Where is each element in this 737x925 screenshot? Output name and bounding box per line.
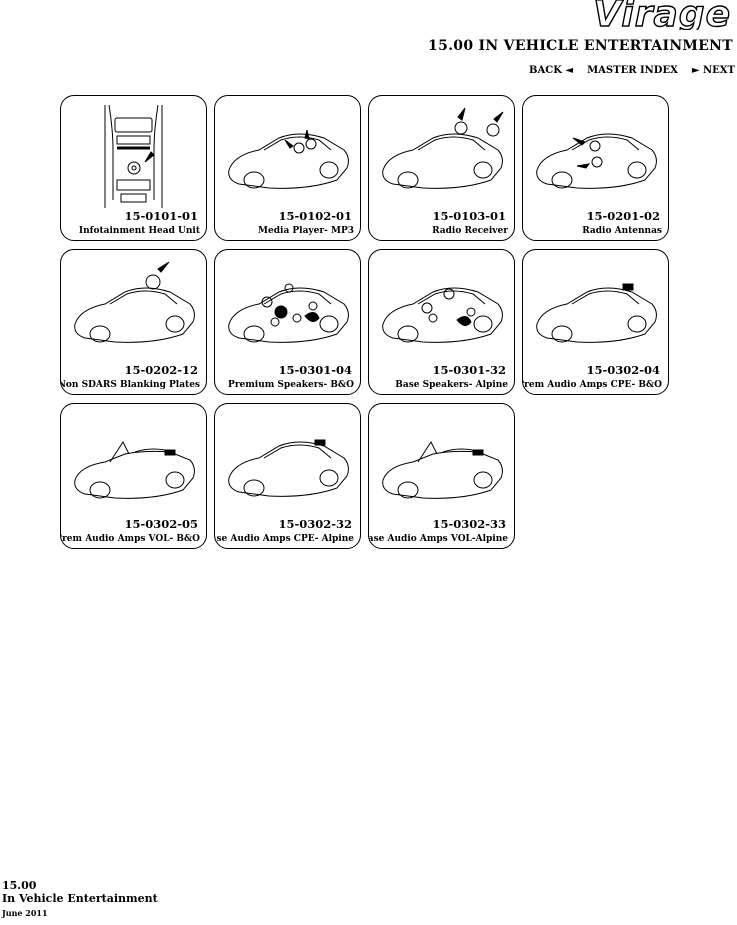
footer-section-name: In Vehicle Entertainment	[2, 892, 158, 905]
tile-15-0301-04[interactable]: 15-0301-04 Premium Speakers- B&O	[214, 249, 361, 395]
car-coupe-illustration	[74, 261, 195, 343]
brand-logo: Virage	[593, 0, 731, 30]
tile-code: 15-0201-02	[586, 209, 660, 223]
car-coupe-illustration	[228, 129, 349, 189]
tile-code: 15-0103-01	[432, 209, 506, 223]
section-title: 15.00 IN VEHICLE ENTERTAINMENT	[428, 38, 733, 54]
tile-15-0302-05[interactable]: 15-0302-05 Prem Audio Amps VOL- B&O	[60, 403, 207, 549]
tile-15-0302-32[interactable]: 15-0302-32 Base Audio Amps CPE- Alpine	[214, 403, 361, 549]
tile-label: Base Audio Amps VOL-Alpine	[368, 534, 508, 544]
tile-code: 15-0101-01	[124, 209, 198, 223]
car-coupe-illustration	[382, 287, 503, 343]
footer-section-number: 15.00	[2, 879, 37, 892]
car-convertible-illustration	[74, 440, 195, 499]
tile-code: 15-0301-04	[278, 363, 352, 377]
tile-15-0201-02[interactable]: 15-0201-02 Radio Antennas	[522, 95, 669, 241]
tile-15-0302-04[interactable]: 15-0302-04 Prem Audio Amps CPE- B&O	[522, 249, 669, 395]
tile-15-0302-33[interactable]: 15-0302-33 Base Audio Amps VOL-Alpine	[368, 403, 515, 549]
tile-code: 15-0302-32	[278, 517, 352, 531]
tile-15-0301-32[interactable]: 15-0301-32 Base Speakers- Alpine	[368, 249, 515, 395]
dashboard-console-illustration	[104, 104, 163, 208]
car-convertible-illustration	[382, 440, 503, 499]
tile-15-0202-12[interactable]: 15-0202-12 Non SDARS Blanking Plates	[60, 249, 207, 395]
car-coupe-illustration	[536, 133, 657, 189]
tile-label: Non SDARS Blanking Plates	[60, 380, 200, 390]
footer-date: June 2011	[2, 908, 48, 918]
tile-label: Premium Speakers- B&O	[228, 380, 354, 390]
tile-code: 15-0301-32	[432, 363, 506, 377]
tile-15-0101-01[interactable]: 15-0101-01 Infotainment Head Unit	[60, 95, 207, 241]
tile-label: Infotainment Head Unit	[78, 226, 200, 236]
back-link[interactable]: BACK ◄	[529, 65, 574, 76]
tile-15-0103-01[interactable]: 15-0103-01 Radio Receiver	[368, 95, 515, 241]
car-coupe-illustration	[536, 283, 657, 343]
tile-label: Radio Antennas	[582, 226, 662, 236]
car-coupe-illustration	[228, 283, 349, 343]
tile-code: 15-0102-01	[278, 209, 352, 223]
tile-code: 15-0302-05	[124, 517, 198, 531]
car-coupe-illustration	[228, 439, 349, 497]
page-navigation: BACK ◄ MASTER INDEX ► NEXT	[529, 65, 735, 76]
tile-label: Prem Audio Amps VOL- B&O	[60, 534, 200, 544]
tile-code: 15-0302-04	[586, 363, 660, 377]
tile-label: Base Audio Amps CPE- Alpine	[214, 534, 354, 544]
tile-label: Base Speakers- Alpine	[395, 380, 508, 390]
tile-label: Media Player- MP3	[258, 226, 354, 236]
page-footer: 15.00 In Vehicle Entertainment June 2011	[2, 879, 158, 920]
tile-label: Prem Audio Amps CPE- B&O	[522, 380, 662, 390]
tile-code: 15-0302-33	[432, 517, 506, 531]
tile-label: Radio Receiver	[432, 226, 508, 236]
car-coupe-illustration	[382, 107, 504, 189]
tile-code: 15-0202-12	[124, 363, 198, 377]
tile-15-0102-01[interactable]: 15-0102-01 Media Player- MP3	[214, 95, 361, 241]
next-link[interactable]: ► NEXT	[691, 65, 735, 76]
master-index-link[interactable]: MASTER INDEX	[587, 65, 678, 76]
